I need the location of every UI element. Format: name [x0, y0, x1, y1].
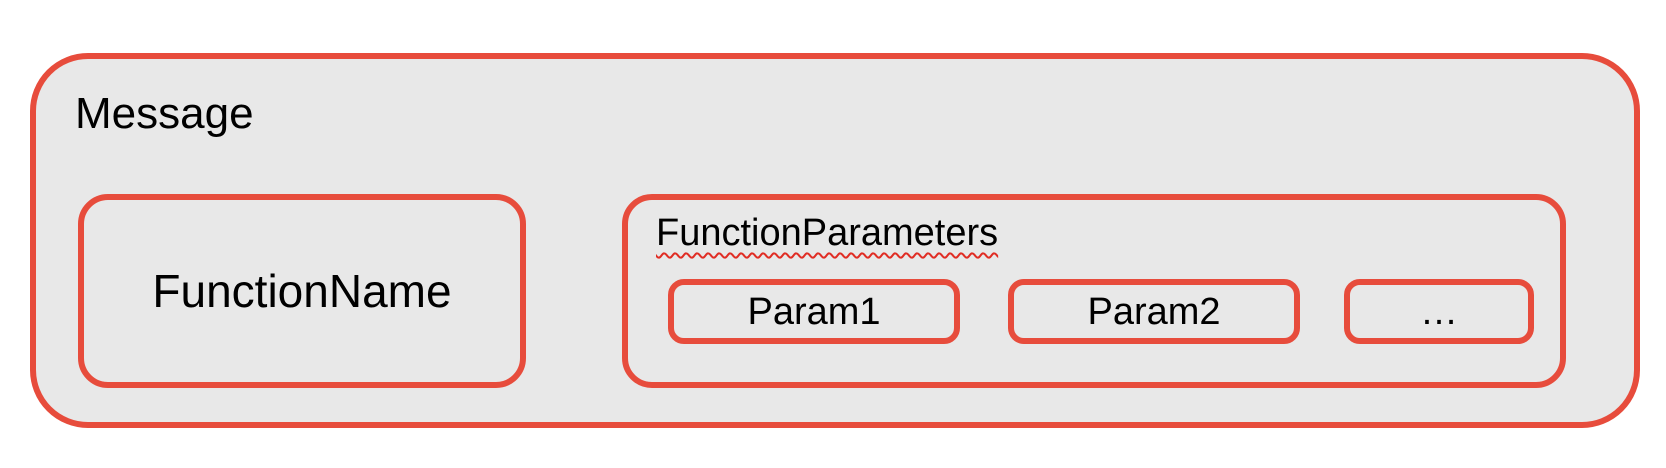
function-name-box: FunctionName — [78, 194, 526, 388]
params-ellipsis-label: … — [1420, 290, 1458, 333]
param1-label: Param1 — [747, 290, 881, 333]
message-container-box: Message FunctionName FunctionParameters … — [30, 53, 1640, 428]
param1-box: Param1 — [668, 279, 960, 344]
function-name-label: FunctionName — [152, 265, 452, 317]
function-parameters-box: FunctionParameters Param1 Param2 … — [622, 194, 1566, 388]
function-parameters-label: FunctionParameters — [656, 212, 999, 254]
param2-label: Param2 — [1087, 290, 1221, 333]
param2-box: Param2 — [1008, 279, 1300, 344]
params-ellipsis-box: … — [1344, 279, 1534, 344]
message-label: Message — [75, 89, 254, 138]
